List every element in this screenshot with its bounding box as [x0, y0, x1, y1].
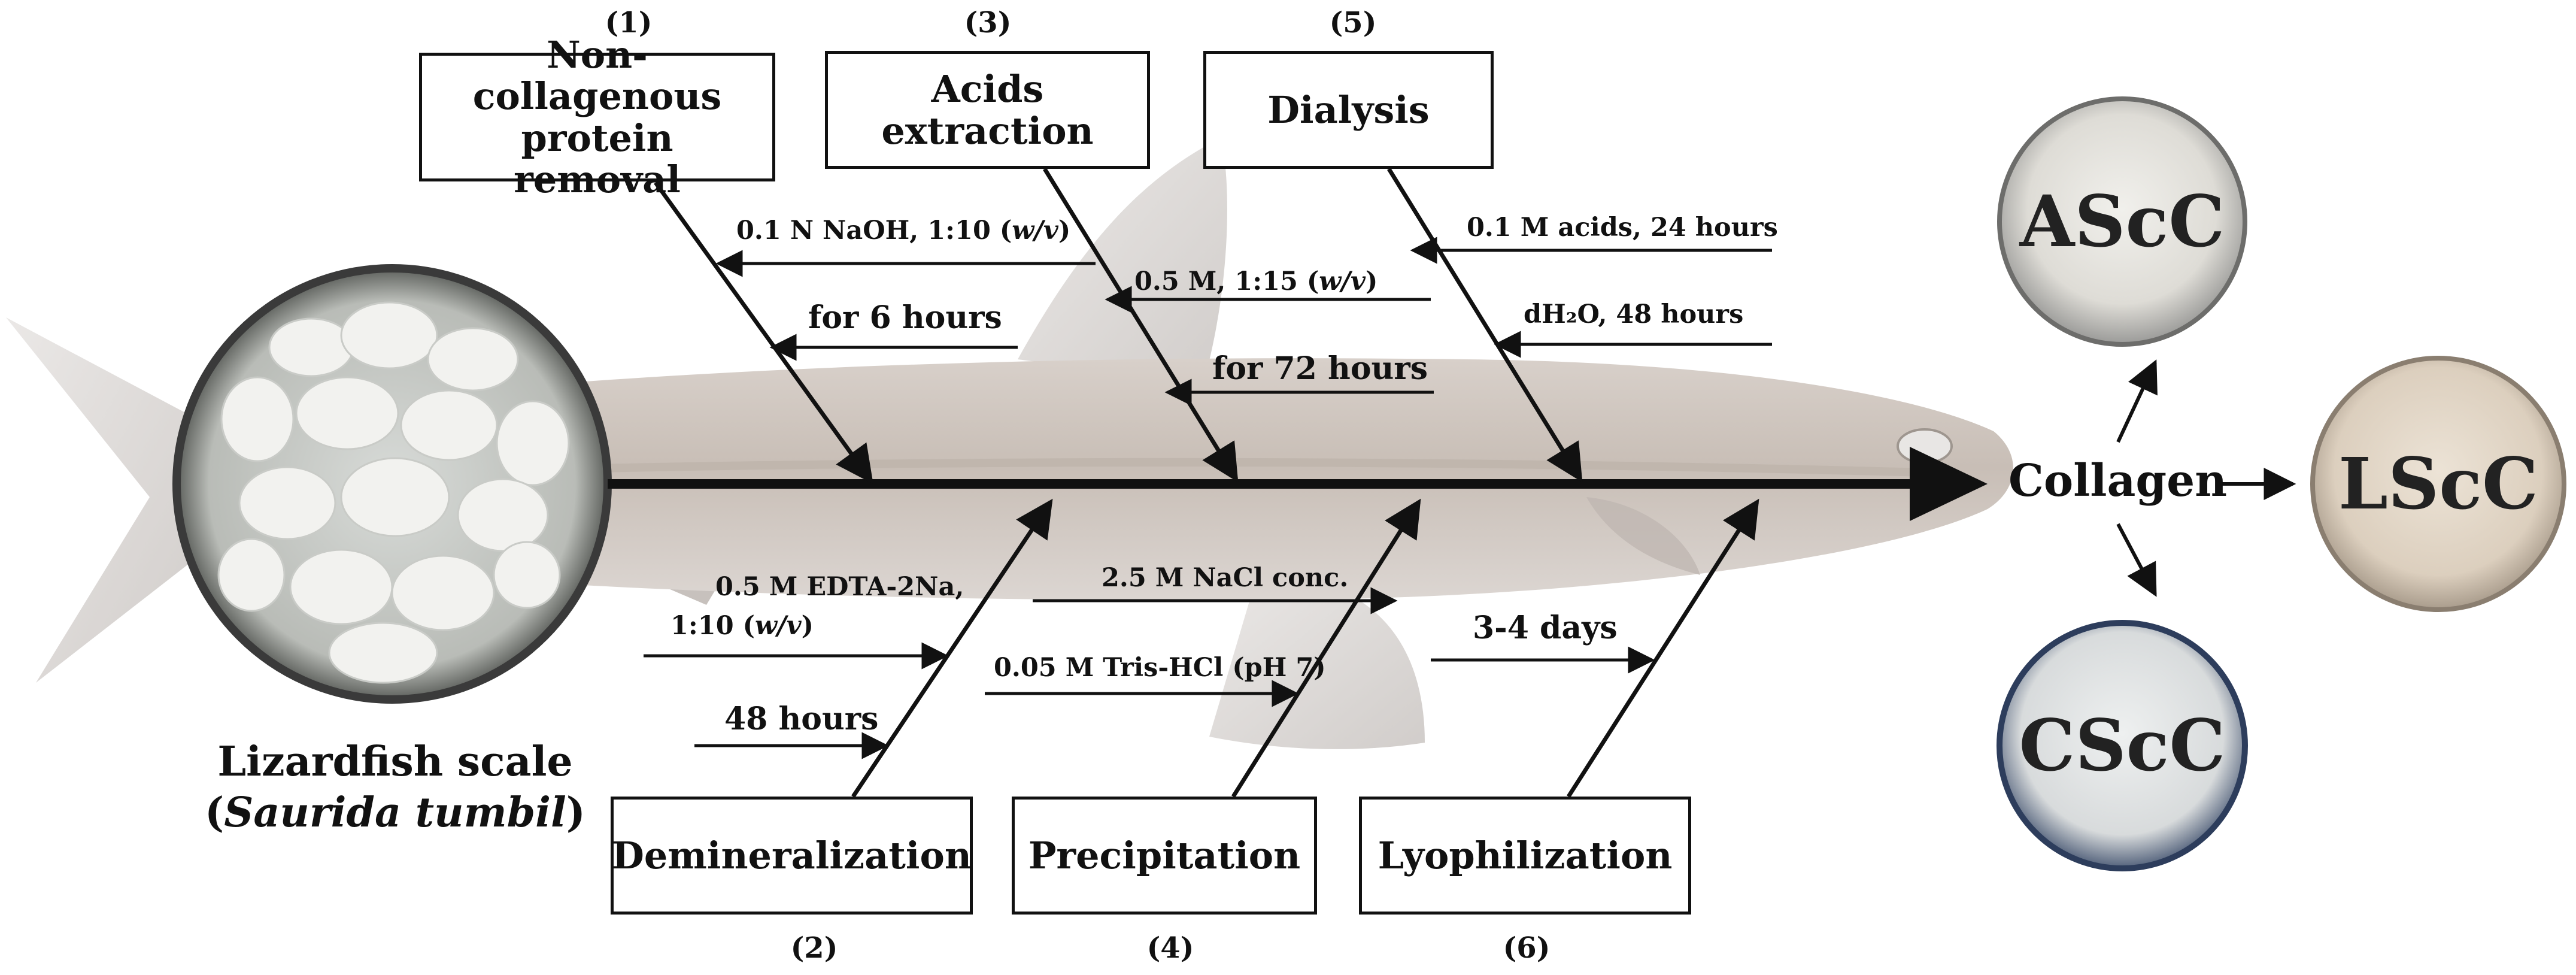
source-species: (Saurida tumbil)	[205, 789, 585, 837]
arrow-to-ascc	[2116, 359, 2158, 443]
lscc-dish-image	[2310, 356, 2566, 612]
cscc-dish-image	[1997, 620, 2248, 871]
step3-connector	[1043, 168, 1239, 483]
ascc-label: AScC	[2019, 180, 2225, 263]
step2-box: Demineralization	[611, 797, 973, 915]
step4-box: Precipitation	[1012, 797, 1317, 915]
step2-condition-time: 48 hours	[724, 701, 879, 737]
step6-number: (6)	[1503, 931, 1551, 965]
source-title: Lizardfish scale	[217, 738, 573, 786]
step2-label: Demineralization	[612, 833, 972, 877]
step5-condition-water: dH₂O, 48 hours	[1524, 299, 1744, 329]
step2-number: (2)	[790, 931, 838, 965]
step6-label: Lyophilization	[1377, 833, 1673, 877]
step1-label: Non-collagenous protein removal	[472, 32, 722, 201]
step5-label: Dialysis	[1267, 87, 1430, 132]
step3-condition-reagent: 0.5 M, 1:15 (w/v)	[1134, 267, 1378, 296]
step5-connector	[1387, 168, 1583, 483]
arrow-to-cscc	[2116, 523, 2157, 597]
step1-condition-time: for 6 hours	[808, 299, 1002, 336]
step2-condition-reagent: 0.5 M EDTA-2Na,	[715, 572, 964, 602]
step5-box: Dialysis	[1203, 51, 1494, 169]
cscc-label: CScC	[2019, 704, 2226, 787]
ascc-dish-image	[1997, 96, 2247, 347]
step4-number: (4)	[1146, 931, 1194, 965]
step3-number: (3)	[964, 6, 1012, 40]
step6-box: Lyophilization	[1359, 797, 1691, 915]
step1-box: Non-collagenous protein removal	[419, 34, 775, 200]
main-arrow-head	[1910, 447, 1988, 521]
step3-box: Acids extraction	[825, 51, 1150, 169]
step5-number: (5)	[1329, 6, 1377, 40]
step4-connector	[1231, 498, 1421, 798]
step6-condition-time: 3-4 days	[1473, 610, 1618, 646]
step2-condition-ratio: 1:10 (w/v)	[670, 611, 814, 641]
scale-dish-image	[172, 264, 612, 704]
dorsal-fin	[1018, 138, 1227, 383]
collagen-hub-label: Collagen	[2008, 455, 2228, 507]
source-label: Lizardfish scale (Saurida tumbil)	[204, 737, 587, 838]
tail-fin	[6, 317, 198, 683]
step5-condition-acids: 0.1 M acids, 24 hours	[1467, 213, 1778, 243]
step4-condition-nacl: 2.5 M NaCl conc.	[1102, 563, 1349, 593]
step4-label: Precipitation	[1028, 833, 1301, 877]
step6-connector	[1567, 498, 1759, 798]
lscc-label: LScC	[2338, 442, 2538, 525]
step1-number: (1)	[605, 6, 653, 40]
step1-connector	[654, 181, 873, 485]
step4-condition-buffer: 0.05 M Tris-HCl (pH 7)	[994, 653, 1326, 683]
step1-condition-reagent: 0.1 N NaOH, 1:10 (w/v)	[736, 216, 1071, 246]
step3-condition-time: for 72 hours	[1212, 350, 1428, 387]
step3-label: Acids extraction	[881, 67, 1094, 153]
